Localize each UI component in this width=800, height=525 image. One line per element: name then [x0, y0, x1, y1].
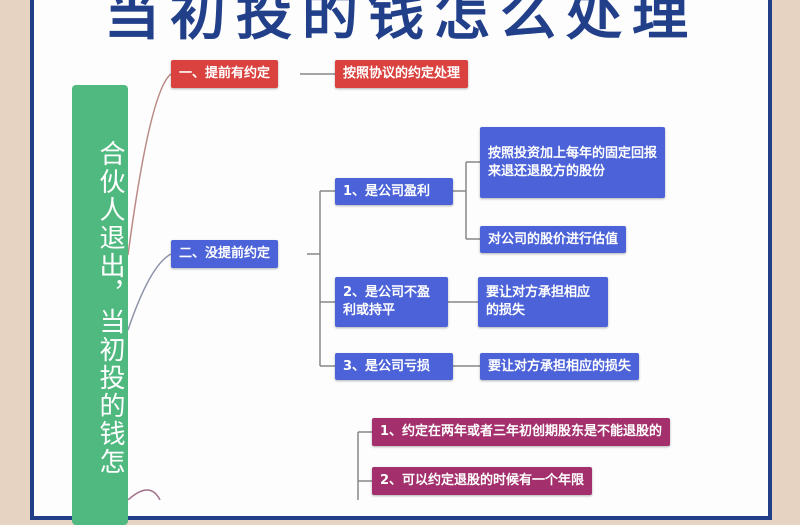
- case-breakeven: 2、是公司不盈利或持平: [335, 277, 448, 327]
- connector-b2-cases: [307, 190, 335, 367]
- result-valuation: 对公司的股价进行估值: [480, 226, 627, 253]
- branch-no-agreement: 二、没提前约定: [171, 240, 279, 268]
- connector-root-branch1: [127, 73, 172, 256]
- result-bear-loss-2: 要让对方承担相应的损失: [480, 353, 640, 380]
- result-fixed-return: 按照投资加上每年的固定回报来退还退股方的股份: [480, 127, 665, 198]
- page-title: 当初投的钱怎么处理: [104, 0, 698, 48]
- case-profitable: 1、是公司盈利: [335, 178, 453, 205]
- connector-root-branch3: [127, 489, 161, 500]
- connector-b3-items: [357, 431, 372, 500]
- branch-agreed-in-advance: 一、提前有约定: [171, 60, 279, 88]
- root-node: 合伙人退出，当初投的钱怎: [72, 85, 128, 525]
- result-bear-loss-1: 要让对方承担相应的损失: [478, 277, 608, 327]
- connector-lines: [127, 73, 480, 500]
- connector-case1-results: [453, 161, 480, 240]
- rule-no-withdrawal-period: 1、约定在两年或者三年初创期股东是不能退股的: [372, 418, 671, 446]
- connector-root-branch2: [127, 253, 172, 331]
- handle-per-agreement: 按照协议的约定处理: [335, 60, 469, 88]
- rule-withdrawal-time-limit: 2、可以约定退股的时候有一个年限: [372, 467, 593, 495]
- case-loss: 3、是公司亏损: [335, 353, 453, 380]
